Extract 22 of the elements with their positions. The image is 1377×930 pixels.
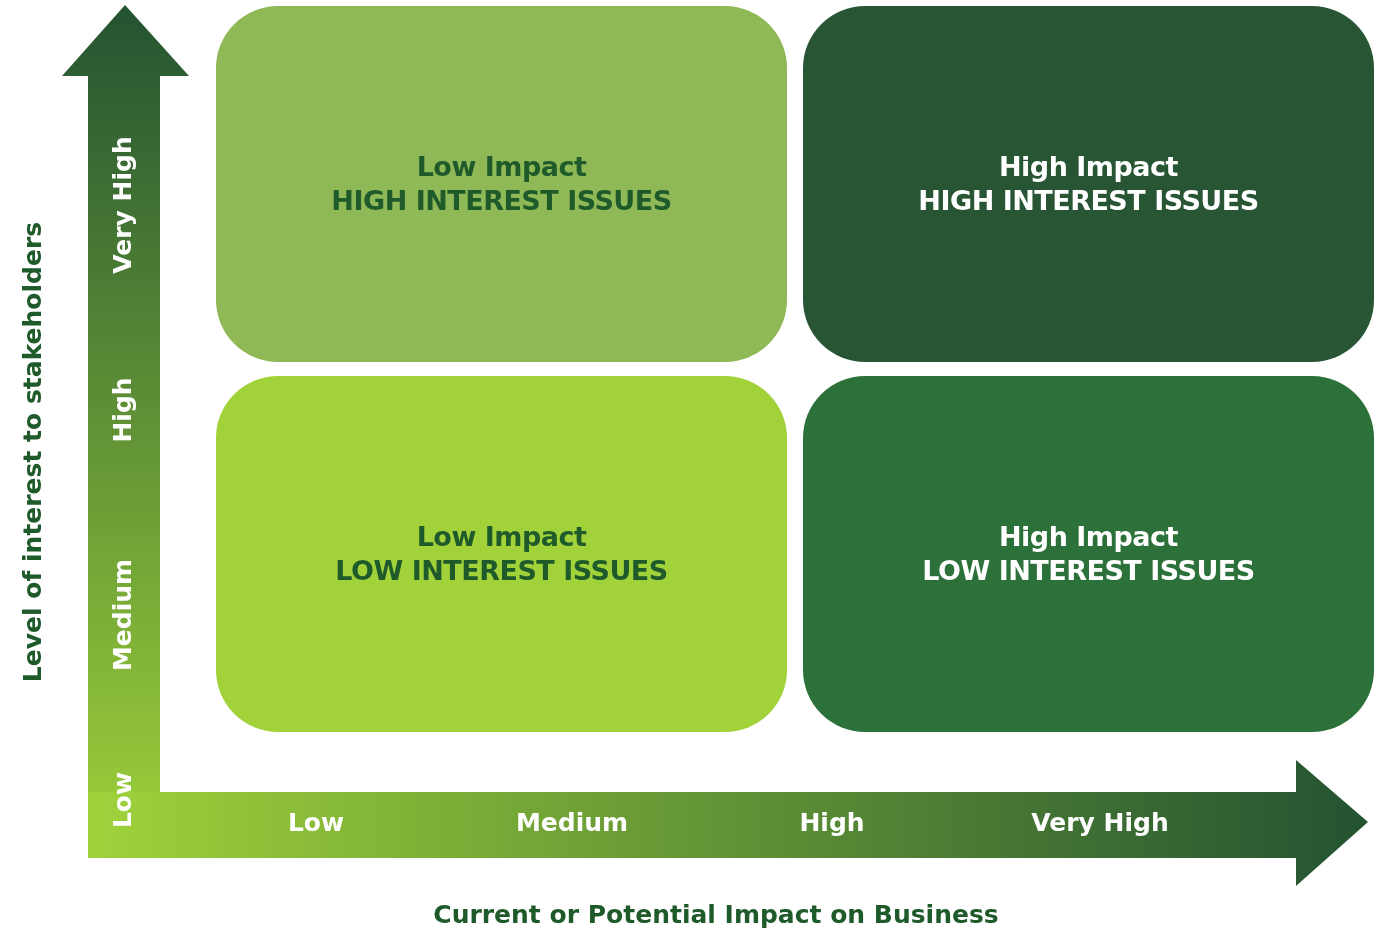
tick-label: Low	[287, 807, 345, 837]
quadrant-title: HIGH INTEREST ISSUES	[918, 184, 1259, 218]
quadrant-box	[803, 376, 1374, 732]
tick-label: Medium	[107, 558, 137, 672]
tick-label: High	[107, 377, 137, 443]
quadrant-title: LOW INTEREST ISSUES	[922, 554, 1255, 588]
quadrant-title: HIGH INTEREST ISSUES	[331, 184, 672, 218]
quadrant-heading: High Impact	[999, 150, 1178, 184]
quadrant-heading: Low Impact	[416, 150, 587, 184]
axis-title: Current or Potential Impact on Business	[433, 899, 999, 929]
quadrant-box	[216, 6, 787, 362]
tick-label: Low	[107, 771, 137, 829]
tick-label: Very High	[1031, 807, 1169, 837]
tick-label: High	[799, 807, 865, 837]
tick-label: Very High	[107, 136, 137, 274]
quadrant-box	[216, 376, 787, 732]
quadrant-box	[803, 6, 1374, 362]
tick-label: Medium	[515, 807, 629, 837]
quadrant-heading: Low Impact	[416, 520, 587, 554]
axis-title: Level of interest to stakeholders	[17, 221, 47, 683]
quadrant-title: LOW INTEREST ISSUES	[335, 554, 668, 588]
quadrant-heading: High Impact	[999, 520, 1178, 554]
